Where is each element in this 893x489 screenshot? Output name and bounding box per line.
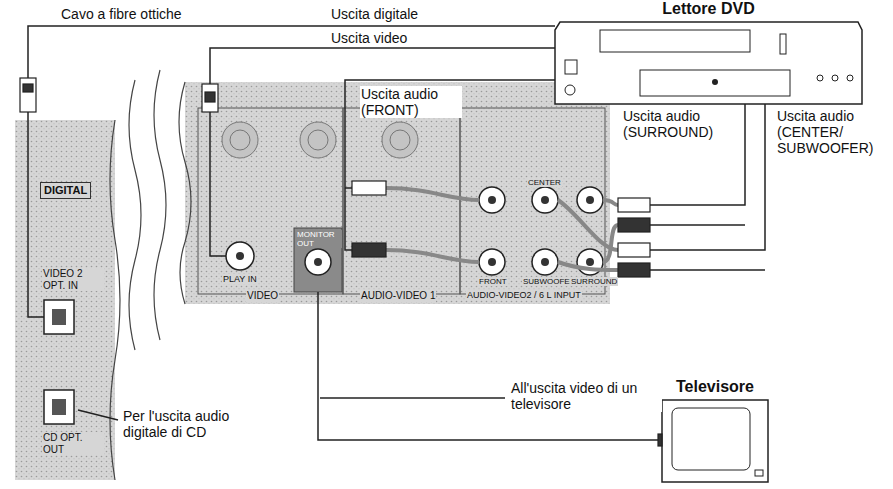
port-label: VIDEO 2 OPT. IN <box>42 268 104 291</box>
device-box: Lettore DVD <box>555 0 862 104</box>
cable-label: Cavo a fibre ottiche <box>60 6 183 22</box>
callout-label: All'uscita video di un televisore <box>510 380 662 412</box>
port-label: CENTER <box>527 178 562 187</box>
device-title: Televisore <box>662 378 768 396</box>
output-label: Uscita audio (FRONT) <box>360 86 462 118</box>
output-label: Uscita audio (SURROUND) <box>622 108 734 140</box>
callout-label: Per l'uscita audio digitale di CD <box>122 408 274 440</box>
device-title: Lettore DVD <box>555 0 862 18</box>
rear-panel <box>185 82 610 304</box>
port-label: DIGITAL <box>40 182 91 199</box>
port-label: SUBWOOFER <box>522 277 576 286</box>
output-label: Uscita video <box>330 30 408 46</box>
device-box: Televisore <box>662 378 768 482</box>
section-label: AUDIO-VIDEO2 / 6 L INPUT <box>466 290 582 300</box>
port-label: PLAY IN <box>222 274 258 284</box>
output-label: Uscita audio (CENTER/ SUBWOOFER) <box>776 108 890 156</box>
section-label: AUDIO-VIDEO 1 <box>360 290 436 302</box>
output-label: Uscita digitale <box>330 6 419 22</box>
dvd-player <box>555 22 862 104</box>
port-label: FRONT <box>478 277 508 286</box>
rear-panel-left <box>15 120 115 480</box>
section-label: VIDEO <box>246 290 279 302</box>
television <box>662 400 768 482</box>
port-label: SURROUND <box>570 277 618 286</box>
port-label: CD OPT. OUT <box>42 432 104 455</box>
port-label: MONITOR OUT <box>296 230 342 248</box>
